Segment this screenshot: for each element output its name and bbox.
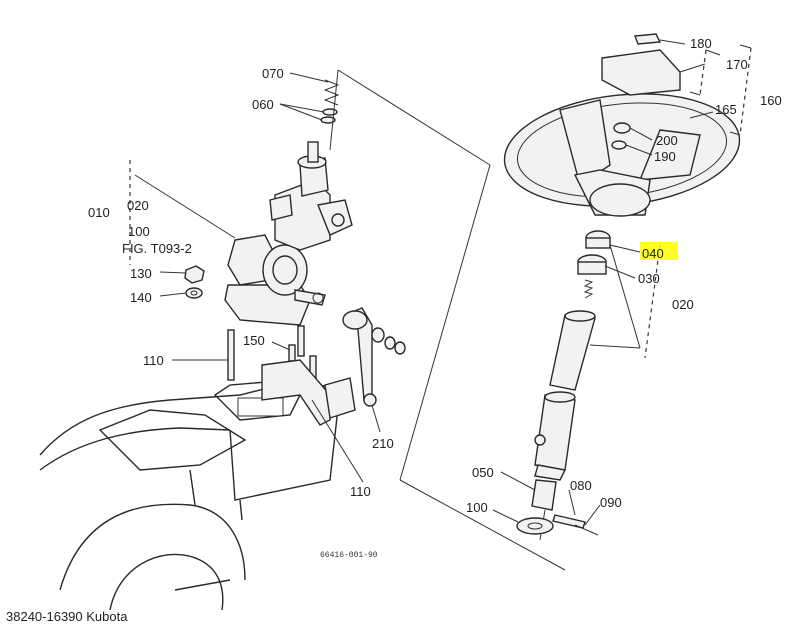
spring-parts [320, 79, 340, 124]
leader-lines [159, 39, 714, 526]
label-110-b: 110 [350, 484, 371, 499]
label-160: 160 [760, 93, 782, 108]
label-080: 080 [570, 478, 592, 493]
center-cap [601, 33, 681, 96]
label-110-a: 110 [143, 353, 164, 368]
steering-wheel [503, 93, 741, 217]
caption: 38240-16390 Kubota [6, 609, 128, 624]
label-190: 190 [654, 149, 676, 164]
label-030: 030 [638, 271, 660, 286]
pitman-arm [342, 307, 406, 407]
label-fig-ref: FIG. T093-2 [122, 241, 192, 256]
label-140: 140 [130, 290, 152, 305]
label-100-left: 100 [128, 224, 150, 239]
label-210: 210 [372, 436, 394, 451]
label-040: 040 [642, 246, 664, 261]
label-090: 090 [600, 495, 622, 510]
steering-gearbox [224, 141, 353, 326]
label-170: 170 [726, 57, 748, 72]
part-labels: 010 020 100 FIG. T093-2 130 140 110 150 … [88, 36, 782, 560]
steering-column [516, 230, 611, 541]
tractor-body [39, 379, 341, 611]
group-bracket-lines [129, 69, 566, 571]
label-100-right: 100 [466, 500, 488, 515]
column-bracket-lines [609, 44, 752, 359]
highlight-040 [640, 242, 678, 260]
nut-washer [184, 265, 205, 299]
label-020-left: 020 [127, 198, 149, 213]
label-060: 060 [252, 97, 274, 112]
label-180: 180 [690, 36, 712, 51]
label-200: 200 [656, 133, 678, 148]
label-130: 130 [130, 266, 152, 281]
drawing-number: 66416-001-90 [320, 551, 378, 560]
label-070: 070 [262, 66, 284, 81]
mounting-bracket [261, 359, 356, 426]
label-020-right: 020 [672, 297, 694, 312]
label-010: 010 [88, 205, 110, 220]
label-165: 165 [715, 102, 737, 117]
label-050: 050 [472, 465, 494, 480]
label-150: 150 [243, 333, 265, 348]
